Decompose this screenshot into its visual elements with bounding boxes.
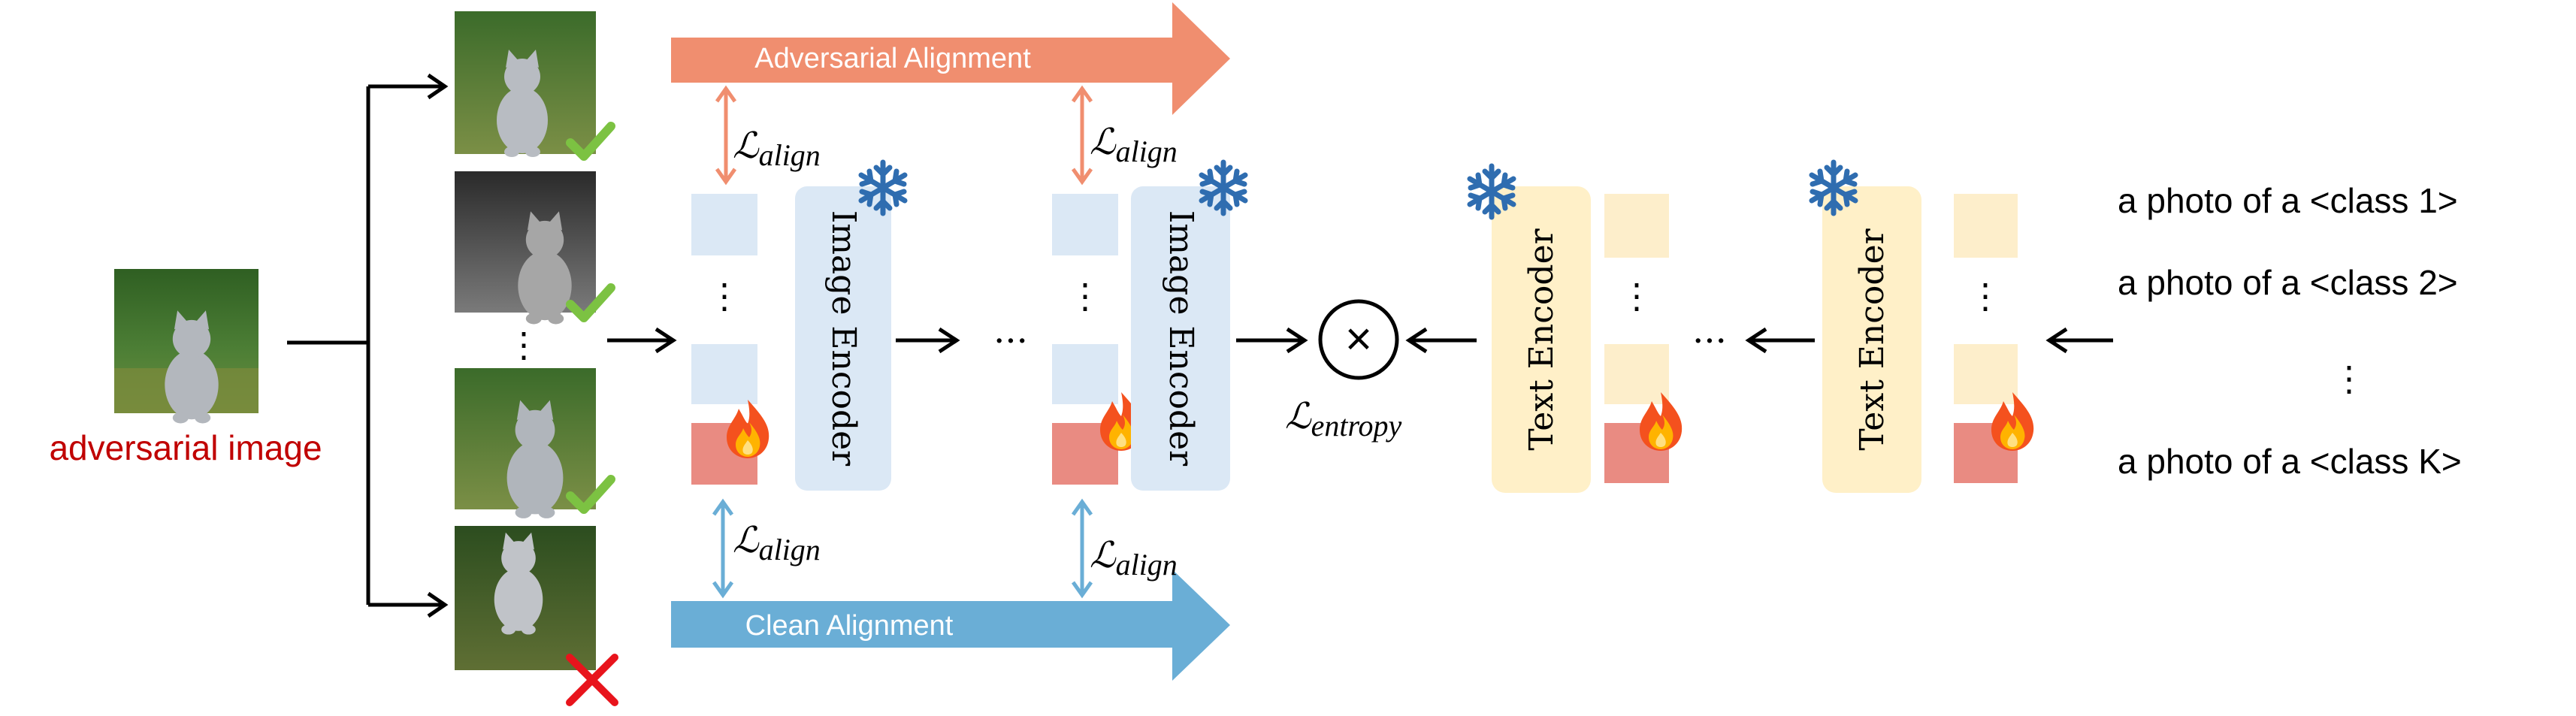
text-encoder-label: Text Encoder xyxy=(1853,228,1891,450)
flow-ellipsis: ··· xyxy=(1692,320,1727,362)
adversarial-alignment-label: Adversarial Alignment xyxy=(754,43,1031,74)
loss-entropy-label: ℒentropy xyxy=(1285,397,1402,443)
svg-text:ℒentropy: ℒentropy xyxy=(1285,397,1402,443)
augmented-view-3 xyxy=(455,368,596,518)
flow-arrow xyxy=(2045,327,2113,354)
svg-text:ℒalign: ℒalign xyxy=(733,521,821,566)
arrow-to-encoder xyxy=(607,327,677,354)
multiply-symbol: × xyxy=(1345,313,1372,365)
flow-ellipsis: ··· xyxy=(993,320,1028,362)
image-encoder-label: Image Encoder xyxy=(824,210,863,467)
augmented-view-4 xyxy=(455,526,596,670)
visual-prompt-tokens xyxy=(691,194,757,485)
augmented-view-1 xyxy=(455,11,596,157)
augmented-view-2 xyxy=(455,171,596,325)
token-ellipsis: ⋮ xyxy=(1619,276,1654,316)
token-ellipsis: ⋮ xyxy=(1068,276,1102,316)
multiply-operator xyxy=(1318,299,1399,380)
input-adversarial-image xyxy=(114,269,259,424)
flow-arrow xyxy=(1236,327,1308,354)
image-encoder-label: Image Encoder xyxy=(1162,210,1200,467)
fire-icon xyxy=(727,400,769,458)
text-encoder-label: Text Encoder xyxy=(1522,228,1561,450)
adversarial-alignment-bar xyxy=(671,2,1230,115)
align-arrow-adversarial-2 xyxy=(1071,85,1093,186)
input-label: adversarial image xyxy=(49,428,322,467)
align-arrow-adversarial-1 xyxy=(715,85,737,186)
cross-icon xyxy=(566,654,618,706)
branch-arrows xyxy=(287,73,449,618)
flow-arrow xyxy=(1745,327,1815,354)
text-encoder-2 xyxy=(1822,186,1921,493)
image-encoder-2 xyxy=(1131,186,1230,491)
visual-prompt-tokens xyxy=(1052,194,1118,485)
flow-arrow xyxy=(1405,327,1477,354)
svg-text:ℒalign: ℒalign xyxy=(1090,536,1178,582)
loss-align-label: ℒalign xyxy=(1090,536,1178,582)
augmented-views-ellipsis: ⋮ xyxy=(506,325,541,365)
clean-alignment-bar xyxy=(671,569,1230,681)
loss-align-label: ℒalign xyxy=(1090,122,1178,168)
align-arrow-clean-1 xyxy=(712,498,734,599)
class-prompt: a photo of a <class 2> xyxy=(2118,263,2458,302)
align-arrow-clean-2 xyxy=(1071,498,1093,599)
token-ellipsis: ⋮ xyxy=(707,276,742,316)
class-prompt: a photo of a <class K> xyxy=(2118,442,2462,481)
svg-text:ℒalign: ℒalign xyxy=(1090,122,1178,168)
token-ellipsis: ⋮ xyxy=(1968,276,2003,316)
text-prompt-tokens xyxy=(1954,194,2018,483)
image-encoder-1 xyxy=(795,186,891,491)
flow-arrow xyxy=(896,327,960,354)
text-encoder-1 xyxy=(1492,186,1591,493)
svg-text:ℒalign: ℒalign xyxy=(733,126,821,172)
class-prompt-ellipsis: ⋮ xyxy=(2332,358,2366,399)
loss-align-label: ℒalign xyxy=(733,521,821,566)
class-prompt: a photo of a <class 1> xyxy=(2118,181,2458,220)
loss-align-label: ℒalign xyxy=(733,126,821,172)
clean-alignment-label: Clean Alignment xyxy=(745,610,954,642)
